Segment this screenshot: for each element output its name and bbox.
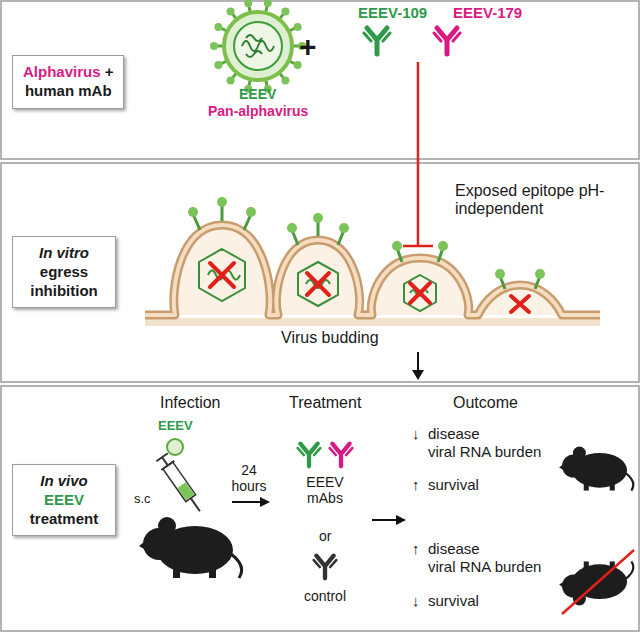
box-text: +: [105, 63, 114, 80]
text-label: EEEV-179: [453, 4, 522, 21]
drawing-path: [511, 296, 529, 312]
text-label: +: [299, 30, 317, 65]
drawing-rect: [177, 482, 194, 500]
label-box: Alphavirus + human mAb: [12, 55, 124, 109]
drawing-circle: [188, 207, 198, 217]
virus-particle: [224, 12, 292, 80]
drawing-circle: [264, 0, 272, 7]
panel-frame: [1, 163, 639, 382]
drawing-circle: [214, 61, 222, 69]
syringe: [156, 453, 207, 516]
box-text: EEEV: [44, 491, 84, 508]
drawing-polygon: [199, 249, 245, 301]
arrowhead: [260, 497, 270, 507]
cell-membrane: [145, 225, 600, 315]
box-text: Alphavirus: [23, 63, 101, 80]
drawing-circle: [244, 0, 252, 7]
text-label: or: [319, 528, 331, 544]
drawing-circle: [214, 23, 222, 31]
box-text: egress inhibition: [30, 263, 97, 299]
panel-frame: [1, 1, 639, 159]
text-label: Exposed epitope pH-independent: [455, 182, 625, 219]
drawing-path: [410, 283, 430, 303]
antibody-icon: [298, 444, 321, 467]
text-label: ↓: [412, 592, 420, 609]
drawing-circle: [535, 269, 545, 279]
virus-capsid: [234, 22, 282, 70]
drawing-circle: [392, 241, 402, 251]
drawing-circle: [227, 8, 235, 16]
drawing-circle: [281, 8, 289, 16]
red-x: [210, 263, 529, 312]
drawing-circle: [246, 207, 256, 217]
flow-arrow: [372, 519, 398, 521]
nucleocapsid: [199, 249, 436, 311]
text-label: disease: [428, 425, 480, 442]
strike-line: [562, 550, 634, 614]
text-label: EEEV: [158, 419, 193, 434]
mouse: [559, 447, 633, 491]
text-label: Treatment: [289, 394, 361, 412]
drawing-circle: [210, 42, 218, 50]
text-label: control: [304, 588, 346, 604]
box-text: In vitro: [39, 244, 89, 261]
antibody-icon: [330, 444, 353, 467]
text-label: survival: [428, 592, 479, 609]
drawing-circle: [495, 269, 505, 279]
text-label: viral RNA burden: [428, 558, 541, 575]
drawing-polygon: [298, 262, 338, 306]
drawing-circle: [287, 223, 297, 233]
mouse: [139, 517, 242, 578]
drawing-circle: [217, 197, 227, 207]
label-box: In vitro egress inhibition: [12, 236, 116, 308]
drawing-path: [210, 263, 234, 287]
text-label: EEEV-109: [358, 4, 427, 21]
antibody-icon: [364, 28, 390, 54]
drawing-polygon: [404, 275, 436, 311]
text-label: viral RNA burden: [428, 443, 541, 460]
label-box: In vivoEEEV treatment: [12, 464, 116, 536]
arrowhead: [412, 370, 424, 380]
inhibition-line: [403, 62, 433, 246]
drawing-circle: [438, 241, 448, 251]
text-label: EEEV: [239, 86, 276, 102]
drawing-circle: [227, 76, 235, 84]
drawing-circle: [281, 76, 289, 84]
text-label: s.c: [134, 492, 151, 507]
box-text: In vivo: [40, 472, 88, 489]
panel-frame: [1, 386, 639, 631]
text-label: disease: [428, 540, 480, 557]
arrowhead: [396, 515, 406, 525]
antibody-icon: [434, 28, 460, 54]
drawing-path: [156, 453, 207, 516]
text-label: ↑: [412, 540, 420, 557]
text-label: Pan-alphavirus: [208, 103, 308, 119]
drawing-circle: [339, 223, 349, 233]
drawing-circle: [313, 213, 323, 223]
virus-icon: [167, 439, 183, 455]
text-label: ↑: [412, 476, 420, 493]
box-text: human mAb: [25, 82, 112, 99]
text-label: ↓: [412, 425, 420, 442]
text-label: Outcome: [453, 394, 518, 412]
virus-genome: [242, 35, 274, 57]
text-label: Virus budding: [281, 329, 379, 347]
text-label: Infection: [160, 394, 220, 412]
antibody-icon: [314, 556, 337, 579]
cell-membrane: [145, 225, 600, 315]
text-label: EEEV mAbs: [290, 474, 360, 506]
text-label: survival: [428, 476, 479, 493]
drawing-circle: [294, 23, 302, 31]
virus-spikes: [210, 0, 306, 93]
time-arrow: [232, 501, 262, 503]
text-label: 24 hours: [226, 462, 272, 494]
drawing-path: [307, 273, 329, 295]
drawing-rect: [163, 462, 196, 502]
box-text: treatment: [30, 510, 98, 527]
flow-arrow: [417, 352, 419, 372]
